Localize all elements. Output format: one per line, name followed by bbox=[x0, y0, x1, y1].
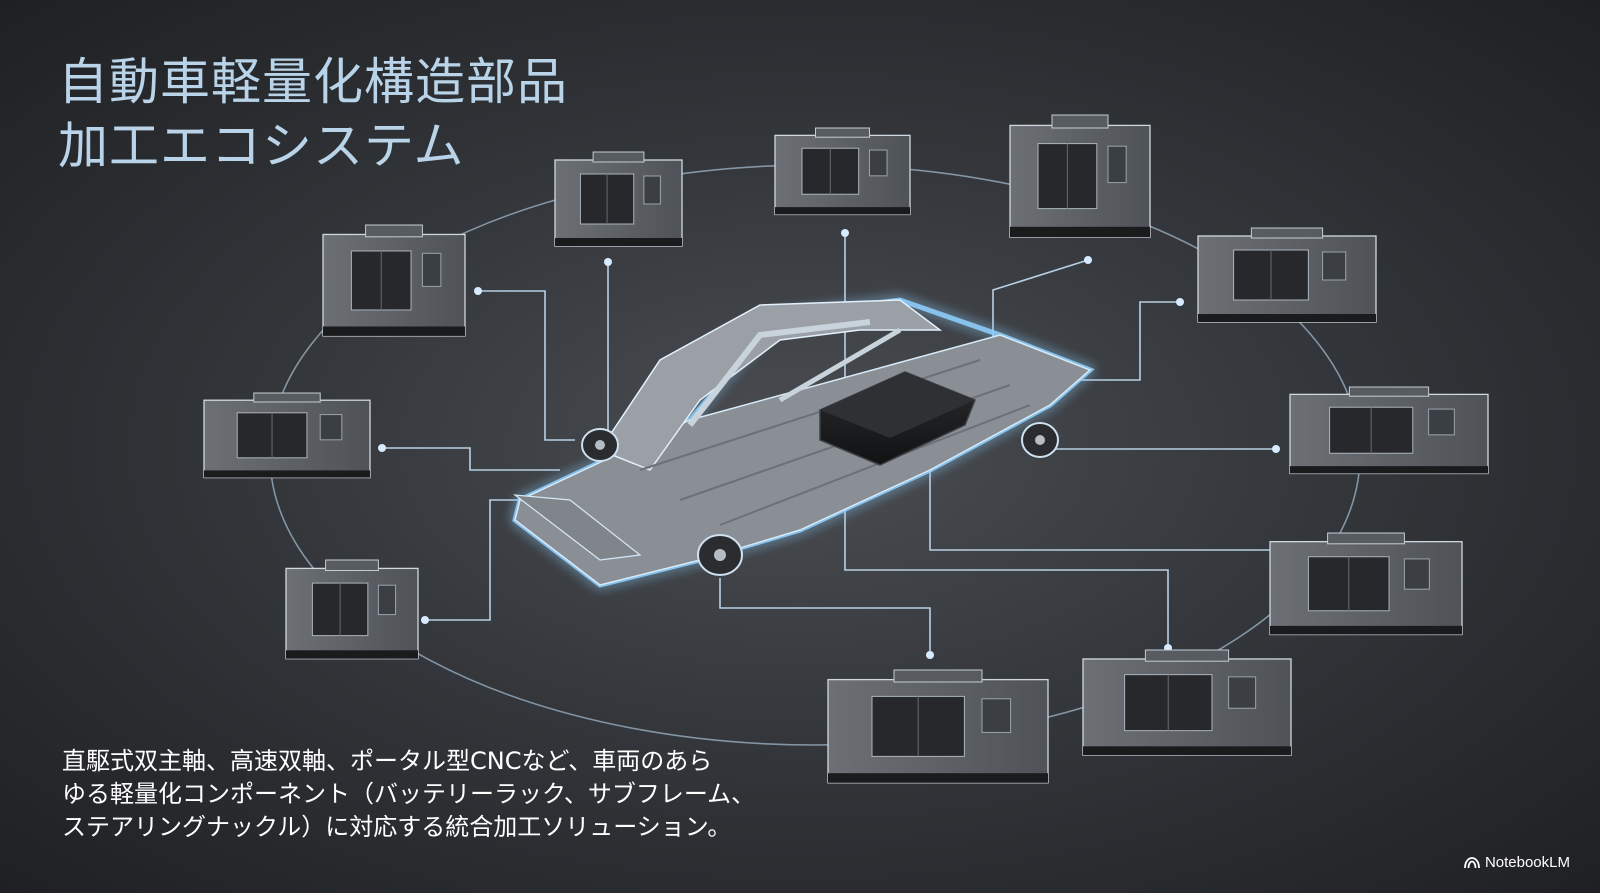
cnc-machine-icon bbox=[1009, 114, 1151, 238]
connector-line bbox=[1065, 301, 1180, 381]
cnc-machine-icon bbox=[1289, 386, 1489, 475]
connector-dot bbox=[1084, 256, 1092, 264]
brand-name: NotebookLM bbox=[1484, 854, 1570, 871]
connector-line bbox=[844, 490, 1169, 648]
description: 直駆式双主軸、高速双軸、ポータル型CNCなど、車両のあら ゆる軽量化コンポーネン… bbox=[62, 745, 782, 844]
description-line: 直駆式双主軸、高速双軸、ポータル型CNCなど、車両のあら bbox=[62, 747, 713, 775]
connector-dot bbox=[1272, 445, 1280, 453]
cnc-machine-icon bbox=[1082, 649, 1292, 756]
cnc-machine-icon bbox=[774, 127, 911, 216]
description-line: ゆる軽量化コンポーネント（バッテリーラック、サブフレーム、 bbox=[62, 780, 756, 808]
cnc-machine-icon bbox=[285, 559, 419, 660]
brand-badge: NotebookLM bbox=[1464, 854, 1570, 871]
cnc-machine-icon bbox=[203, 392, 371, 479]
connector-line bbox=[382, 447, 560, 471]
ev-chassis-icon bbox=[512, 297, 1095, 588]
title-line: 自動車軽量化構造部品 bbox=[58, 53, 568, 111]
cnc-machine-icon bbox=[1197, 227, 1377, 323]
connector-dot bbox=[604, 258, 612, 266]
cnc-machines bbox=[203, 114, 1489, 784]
connector-dot bbox=[474, 287, 482, 295]
connector-dot bbox=[926, 651, 934, 659]
cnc-machine-icon bbox=[554, 151, 683, 247]
connector-dot bbox=[378, 444, 386, 452]
connector-line bbox=[478, 290, 575, 441]
title-line: 加工エコシステム bbox=[58, 117, 465, 175]
description-line: ステアリングナックル）に対応する統合加工ソリューション。 bbox=[62, 813, 732, 841]
cnc-machine-icon bbox=[827, 669, 1049, 784]
cnc-machine-icon bbox=[1269, 532, 1463, 636]
connector-line bbox=[929, 460, 1320, 551]
connector-line bbox=[719, 578, 931, 655]
connector-dot bbox=[1176, 298, 1184, 306]
connector-dot bbox=[421, 616, 429, 624]
page-title: 自動車軽量化構造部品 加工エコシステム bbox=[58, 50, 568, 178]
notebooklm-logo-icon bbox=[1464, 856, 1480, 868]
connector-dot bbox=[841, 229, 849, 237]
cnc-machine-icon bbox=[322, 224, 466, 337]
